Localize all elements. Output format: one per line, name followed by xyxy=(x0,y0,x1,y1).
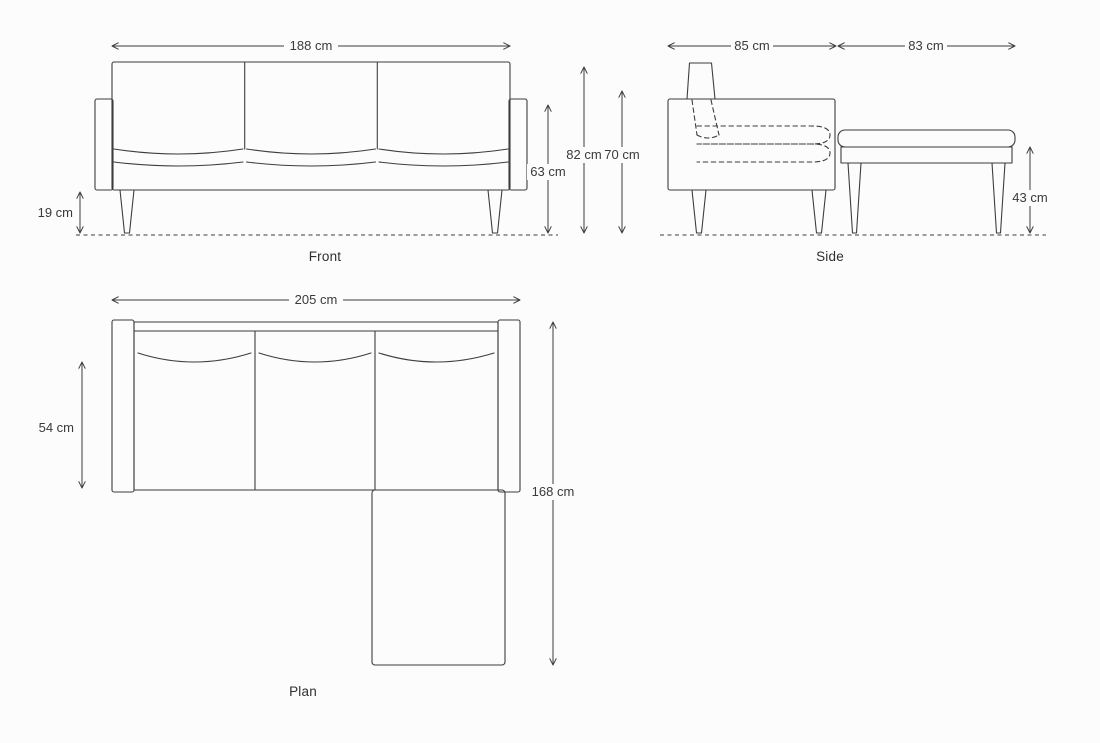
label-backdrop xyxy=(284,38,338,54)
plan-sofa-drawing xyxy=(111,319,521,493)
front-view: 188 cm 19 cm xyxy=(38,38,643,264)
side-chaise-depth-label: 83 cm xyxy=(908,38,943,53)
side-sofa-drawing xyxy=(667,62,836,234)
side-body-outline xyxy=(667,98,836,191)
front-sofa-drawing xyxy=(94,61,528,234)
chaise-left-leg xyxy=(847,162,862,234)
plan-seat-depth-dimension: 54 cm xyxy=(39,361,86,489)
hidden-back-cushion-edge xyxy=(691,99,698,136)
plan-seat-depth-label: 54 cm xyxy=(39,420,74,435)
label-backdrop xyxy=(528,484,578,500)
plan-width-label: 205 cm xyxy=(295,292,338,307)
plan-body-outline xyxy=(133,321,499,491)
front-seat-height-label: 63 cm xyxy=(530,164,565,179)
front-view-label: Front xyxy=(309,249,342,264)
seat-cushion-seam xyxy=(113,161,244,167)
front-left-leg xyxy=(119,189,135,234)
plan-left-arm xyxy=(111,319,135,493)
seat-cushion-seam xyxy=(378,148,509,155)
front-width-dimension: 188 cm xyxy=(111,38,511,54)
chaise-frame xyxy=(840,146,1013,164)
side-chaise-drawing xyxy=(837,129,1016,234)
front-total-height-dimension: 82 cm xyxy=(563,66,605,234)
side-view: 85 cm 83 cm xyxy=(660,38,1051,264)
sofa-body-outline xyxy=(111,61,511,191)
side-depth-label: 85 cm xyxy=(734,38,769,53)
side-front-leg xyxy=(811,189,827,234)
right-arm xyxy=(508,98,528,191)
front-right-leg xyxy=(487,189,503,234)
label-backdrop xyxy=(905,38,947,54)
front-total-height-label: 82 cm xyxy=(566,147,601,162)
label-backdrop xyxy=(527,164,569,180)
side-chaise-depth-dimension: 83 cm xyxy=(837,38,1016,54)
seat-cushion-seam xyxy=(245,148,377,155)
cushion-front-curve xyxy=(378,352,495,363)
backrest-profile xyxy=(686,62,716,100)
front-width-label: 188 cm xyxy=(290,38,333,53)
front-arm-height-label: 70 cm xyxy=(604,147,639,162)
plan-view-label: Plan xyxy=(289,684,317,699)
label-backdrop xyxy=(563,147,605,163)
hidden-back-cushion-edge xyxy=(710,99,720,136)
side-back-leg xyxy=(691,189,707,234)
front-leg-height-dimension: 19 cm xyxy=(38,191,84,234)
hidden-back-cushion-bottom xyxy=(696,134,720,139)
hidden-seat-cushion xyxy=(696,125,831,145)
front-seat-height-dimension: 63 cm xyxy=(527,104,569,234)
plan-width-dimension: 205 cm xyxy=(111,292,521,308)
side-chaise-height-dimension: 43 cm xyxy=(1009,146,1051,234)
front-leg-height-label: 19 cm xyxy=(38,205,73,220)
plan-right-arm xyxy=(497,319,521,493)
side-chaise-height-label: 43 cm xyxy=(1012,190,1047,205)
label-backdrop xyxy=(1009,190,1051,206)
plan-total-depth-dimension: 168 cm xyxy=(528,321,578,666)
label-backdrop xyxy=(731,38,773,54)
seat-cushion-seam xyxy=(245,161,377,167)
cushion-front-curve xyxy=(137,352,252,363)
label-backdrop xyxy=(601,147,643,163)
left-arm xyxy=(94,98,114,191)
hidden-seat-cushion xyxy=(696,143,831,163)
side-view-label: Side xyxy=(816,249,844,264)
plan-view: 205 cm 54 cm 168 cm xyxy=(39,292,578,699)
cushion-front-curve xyxy=(258,352,372,363)
side-depth-dimension: 85 cm xyxy=(667,38,837,54)
label-backdrop xyxy=(289,292,343,308)
chaise-cushion xyxy=(837,129,1016,148)
chaise-right-leg xyxy=(991,162,1006,234)
seat-cushion-seam xyxy=(378,161,509,167)
seat-cushion-seam xyxy=(113,148,244,155)
plan-chaise-outline xyxy=(371,489,506,666)
plan-total-depth-label: 168 cm xyxy=(532,484,575,499)
front-arm-height-dimension: 70 cm xyxy=(601,90,643,234)
